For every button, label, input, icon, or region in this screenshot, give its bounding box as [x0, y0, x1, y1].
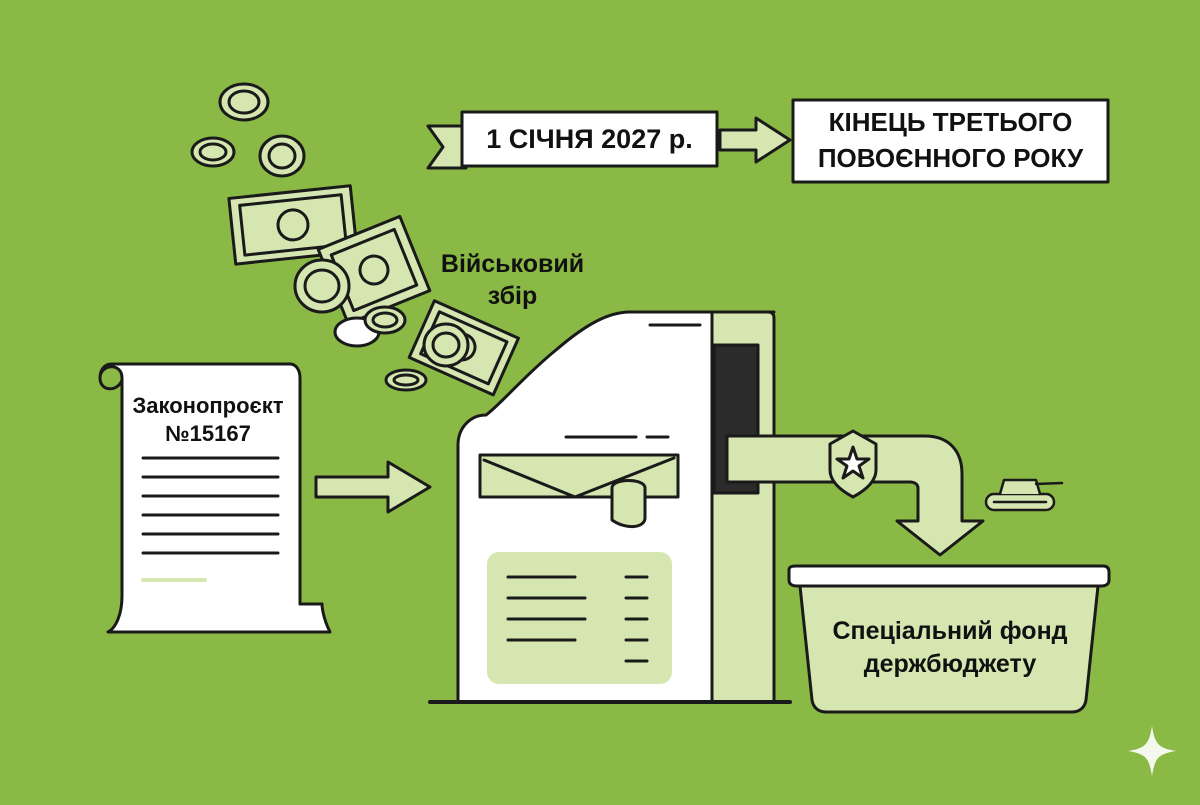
coin-icon: [190, 136, 236, 168]
date-box: [460, 110, 719, 168]
start-date-label: 1 СІЧНЯ 2027 р.: [486, 124, 693, 154]
coin-icon: [384, 368, 428, 392]
banknote-icon: [227, 184, 359, 266]
arrow-icon: [718, 116, 792, 164]
bill-line2: №15167: [165, 421, 251, 446]
special-fund-line1: Спеціальний фонд: [832, 617, 1068, 645]
receipt-strip: [610, 479, 647, 528]
special-fund-line2: держбюджету: [863, 650, 1037, 678]
coin-icon: [218, 82, 270, 122]
ribbon-start-icon: [426, 124, 468, 170]
military-levy-label: Військовий збір: [425, 248, 600, 312]
scroll-icon: [98, 362, 332, 634]
arrow-icon: [314, 460, 432, 514]
processing-machine: [428, 310, 792, 704]
coin-icon: [333, 305, 407, 348]
military-levy-line1: Військовий: [440, 250, 585, 278]
machine-slot: [478, 453, 680, 499]
coin-icon: [293, 258, 351, 314]
bill-label: Законопроєкт №15167: [118, 392, 298, 448]
end-period-line1: КІНЕЦЬ ТРЕТЬОГО: [828, 107, 1073, 137]
shield-star-icon: [828, 429, 878, 499]
military-levy-line2: збір: [487, 282, 538, 310]
output-pipe: [725, 434, 985, 557]
end-period-label: КІНЕЦЬ ТРЕТЬОГО ПОВОЄННОГО РОКУ: [793, 104, 1108, 176]
special-fund-label: Спеціальний фонд держбюджету: [800, 615, 1100, 681]
bill-line1: Законопроєкт: [132, 393, 284, 418]
end-period-line2: ПОВОЄННОГО РОКУ: [817, 143, 1084, 173]
end-box: [791, 98, 1110, 184]
sparkle-icon: [1128, 726, 1176, 776]
tank-icon: [984, 478, 1064, 512]
fund-basin: [787, 564, 1111, 714]
coin-icon: [422, 322, 470, 368]
coin-icon: [258, 134, 306, 178]
